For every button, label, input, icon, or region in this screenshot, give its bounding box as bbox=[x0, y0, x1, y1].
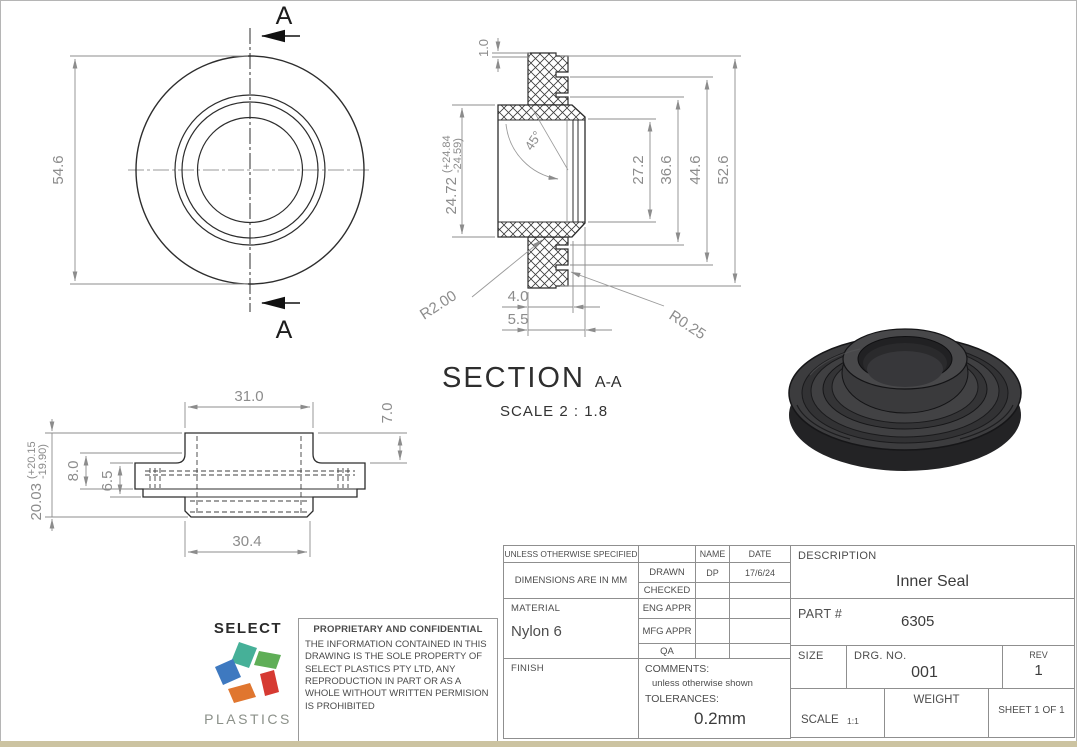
sheet-edge-strip bbox=[0, 741, 1077, 747]
tb-size-label: SIZE bbox=[798, 650, 824, 662]
iso-view bbox=[788, 328, 1022, 471]
tb-approval-name-qa bbox=[695, 643, 730, 659]
tb-rev-value: 1 bbox=[1034, 662, 1043, 679]
tb-comments-note: unless otherwise shown bbox=[652, 678, 753, 689]
tb-rev-label: REV bbox=[1029, 650, 1048, 660]
side-dim-bottom-width: 30.4 bbox=[232, 533, 261, 550]
tb-unless-cell: UNLESS OTHERWISE SPECIFIED bbox=[503, 545, 639, 563]
section-view: 45° 1.0 24.72 (+24.84 -24.59) 27.2 36.6 … bbox=[417, 38, 741, 343]
tb-approval-row-drawn: DRAWN bbox=[638, 562, 696, 583]
tb-dims-text: DIMENSIONS ARE IN MM bbox=[514, 575, 628, 586]
tb-tolerance-value: 0.2mm bbox=[694, 709, 746, 728]
tb-approval-name-drawn: DP bbox=[695, 562, 730, 583]
tb-approval-date-mfg bbox=[729, 618, 791, 644]
section-dim-bore-group: 24.72 (+24.84 -24.59) bbox=[441, 135, 464, 214]
section-dim-d2: 36.6 bbox=[658, 155, 675, 184]
tb-rev-cell: REV 1 bbox=[1002, 645, 1075, 689]
side-dim-overall-tol-lo: -19.90) bbox=[37, 444, 49, 479]
section-dim-fillet: R2.00 bbox=[417, 287, 460, 323]
tb-drg-value: 001 bbox=[911, 664, 938, 681]
side-view: 31.0 7.0 8.0 6.5 20.03 (+20.15 -19.90) 3… bbox=[26, 388, 407, 557]
tb-approval-date-checked bbox=[729, 582, 791, 599]
side-dim-mid-h: 6.5 bbox=[99, 471, 116, 492]
tb-material-cell: MATERIAL Nylon 6 bbox=[503, 598, 639, 659]
tb-approval-date-eng bbox=[729, 598, 791, 619]
tb-dims-cell: DIMENSIONS ARE IN MM bbox=[503, 562, 639, 599]
tb-material-label: MATERIAL bbox=[511, 603, 561, 614]
side-dim-overall: 20.03 bbox=[28, 483, 45, 521]
section-scale-note: SCALE 2 : 1.8 bbox=[500, 403, 609, 420]
tb-weight-label: WEIGHT bbox=[913, 694, 960, 706]
section-dim-bore-tol-hi: (+24.84 bbox=[441, 135, 453, 173]
company-logo: SELECT PLASTICS bbox=[198, 620, 298, 727]
tb-scale-cell: SCALE 1:1 bbox=[790, 688, 885, 738]
tb-comments-label: COMMENTS: bbox=[645, 663, 710, 675]
section-dim-bore-tol-lo: -24.59) bbox=[452, 138, 464, 173]
tb-comments-cell: COMMENTS: unless otherwise shown TOLERAN… bbox=[638, 658, 791, 739]
tb-approval-name-mfg bbox=[695, 618, 730, 644]
section-label-bottom: A bbox=[276, 316, 293, 344]
section-dim-w2: 5.5 bbox=[508, 311, 529, 328]
tb-drg-cell: DRG. NO. 001 bbox=[846, 645, 1003, 689]
tb-finish-label: FINISH bbox=[511, 663, 544, 674]
section-label-top: A bbox=[276, 2, 293, 30]
section-dim-d3: 44.6 bbox=[687, 155, 704, 184]
section-lower-sleeve bbox=[527, 236, 569, 289]
logo-word-bottom: PLASTICS bbox=[204, 711, 292, 727]
tb-approval-date-drawn: 17/6/24 bbox=[729, 562, 791, 583]
tb-description-label: DESCRIPTION bbox=[798, 550, 877, 562]
tb-approval-name-eng bbox=[695, 598, 730, 619]
tb-description-cell: DESCRIPTION Inner Seal bbox=[790, 545, 1075, 599]
tb-size-cell: SIZE bbox=[790, 645, 847, 689]
tb-unless-text: UNLESS OTHERWISE SPECIFIED bbox=[504, 549, 638, 559]
proprietary-heading: PROPRIETARY AND CONFIDENTIAL bbox=[313, 624, 483, 635]
section-dim-rib-r: R0.25 bbox=[666, 307, 709, 343]
tb-approval-row-eng: ENG APPR bbox=[638, 598, 696, 619]
tb-weight-cell: WEIGHT bbox=[884, 688, 989, 738]
tb-part-value: 6305 bbox=[901, 613, 935, 630]
tb-approval-blank bbox=[638, 545, 696, 563]
tb-sheet-label: SHEET 1 OF 1 bbox=[998, 705, 1065, 716]
section-title: SECTION A-A SCALE 2 : 1.8 bbox=[442, 362, 622, 420]
tb-scale-label: SCALE bbox=[801, 714, 839, 726]
tb-approval-row-qa: QA bbox=[638, 643, 696, 659]
section-dim-d1: 27.2 bbox=[630, 155, 647, 184]
logo-pinwheel-icon bbox=[215, 642, 281, 703]
tb-scale-value: 1:1 bbox=[847, 716, 859, 726]
tb-approval-date-qa bbox=[729, 643, 791, 659]
section-upper-sleeve bbox=[527, 52, 569, 106]
front-view: A A 54.6 bbox=[50, 2, 372, 344]
side-dim-top-width: 31.0 bbox=[234, 388, 263, 405]
side-dim-overall-tol-hi: (+20.15 bbox=[26, 441, 38, 479]
side-dim-overall-group: 20.03 (+20.15 -19.90) bbox=[26, 441, 49, 520]
section-title-suffix: A-A bbox=[594, 374, 622, 391]
section-dim-rib-pitch: 1.0 bbox=[476, 39, 491, 57]
section-dim-w1: 4.0 bbox=[508, 288, 529, 305]
tb-approval-row-checked: CHECKED bbox=[638, 582, 696, 599]
section-dim-bore: 24.72 bbox=[443, 177, 460, 215]
tb-drg-label: DRG. NO. bbox=[854, 650, 907, 662]
side-dim-hub-h: 7.0 bbox=[379, 403, 396, 424]
section-title-word: SECTION bbox=[442, 362, 585, 394]
front-dim-height: 54.6 bbox=[50, 155, 67, 184]
side-dim-flange-h: 8.0 bbox=[65, 461, 82, 482]
tb-approval-name-checked bbox=[695, 582, 730, 599]
tb-approval-row-mfg: MFG APPR bbox=[638, 618, 696, 644]
logo-word-top: SELECT bbox=[213, 620, 283, 637]
tb-sheet-cell: SHEET 1 OF 1 bbox=[988, 688, 1075, 738]
tb-finish-cell: FINISH bbox=[503, 658, 639, 739]
tb-part-label: PART # bbox=[798, 607, 843, 621]
tb-tolerances-label: TOLERANCES: bbox=[645, 693, 719, 705]
tb-part-cell: PART # 6305 bbox=[790, 598, 1075, 646]
section-dim-d4: 52.6 bbox=[715, 155, 732, 184]
tb-description-value: Inner Seal bbox=[896, 573, 969, 590]
proprietary-box: PROPRIETARY AND CONFIDENTIAL THE INFORMA… bbox=[298, 618, 498, 742]
tb-date-header: DATE bbox=[729, 545, 791, 563]
tb-name-header: NAME bbox=[695, 545, 730, 563]
tb-material-value: Nylon 6 bbox=[511, 623, 562, 640]
proprietary-body: THE INFORMATION CONTAINED IN THIS DRAWIN… bbox=[305, 639, 489, 712]
